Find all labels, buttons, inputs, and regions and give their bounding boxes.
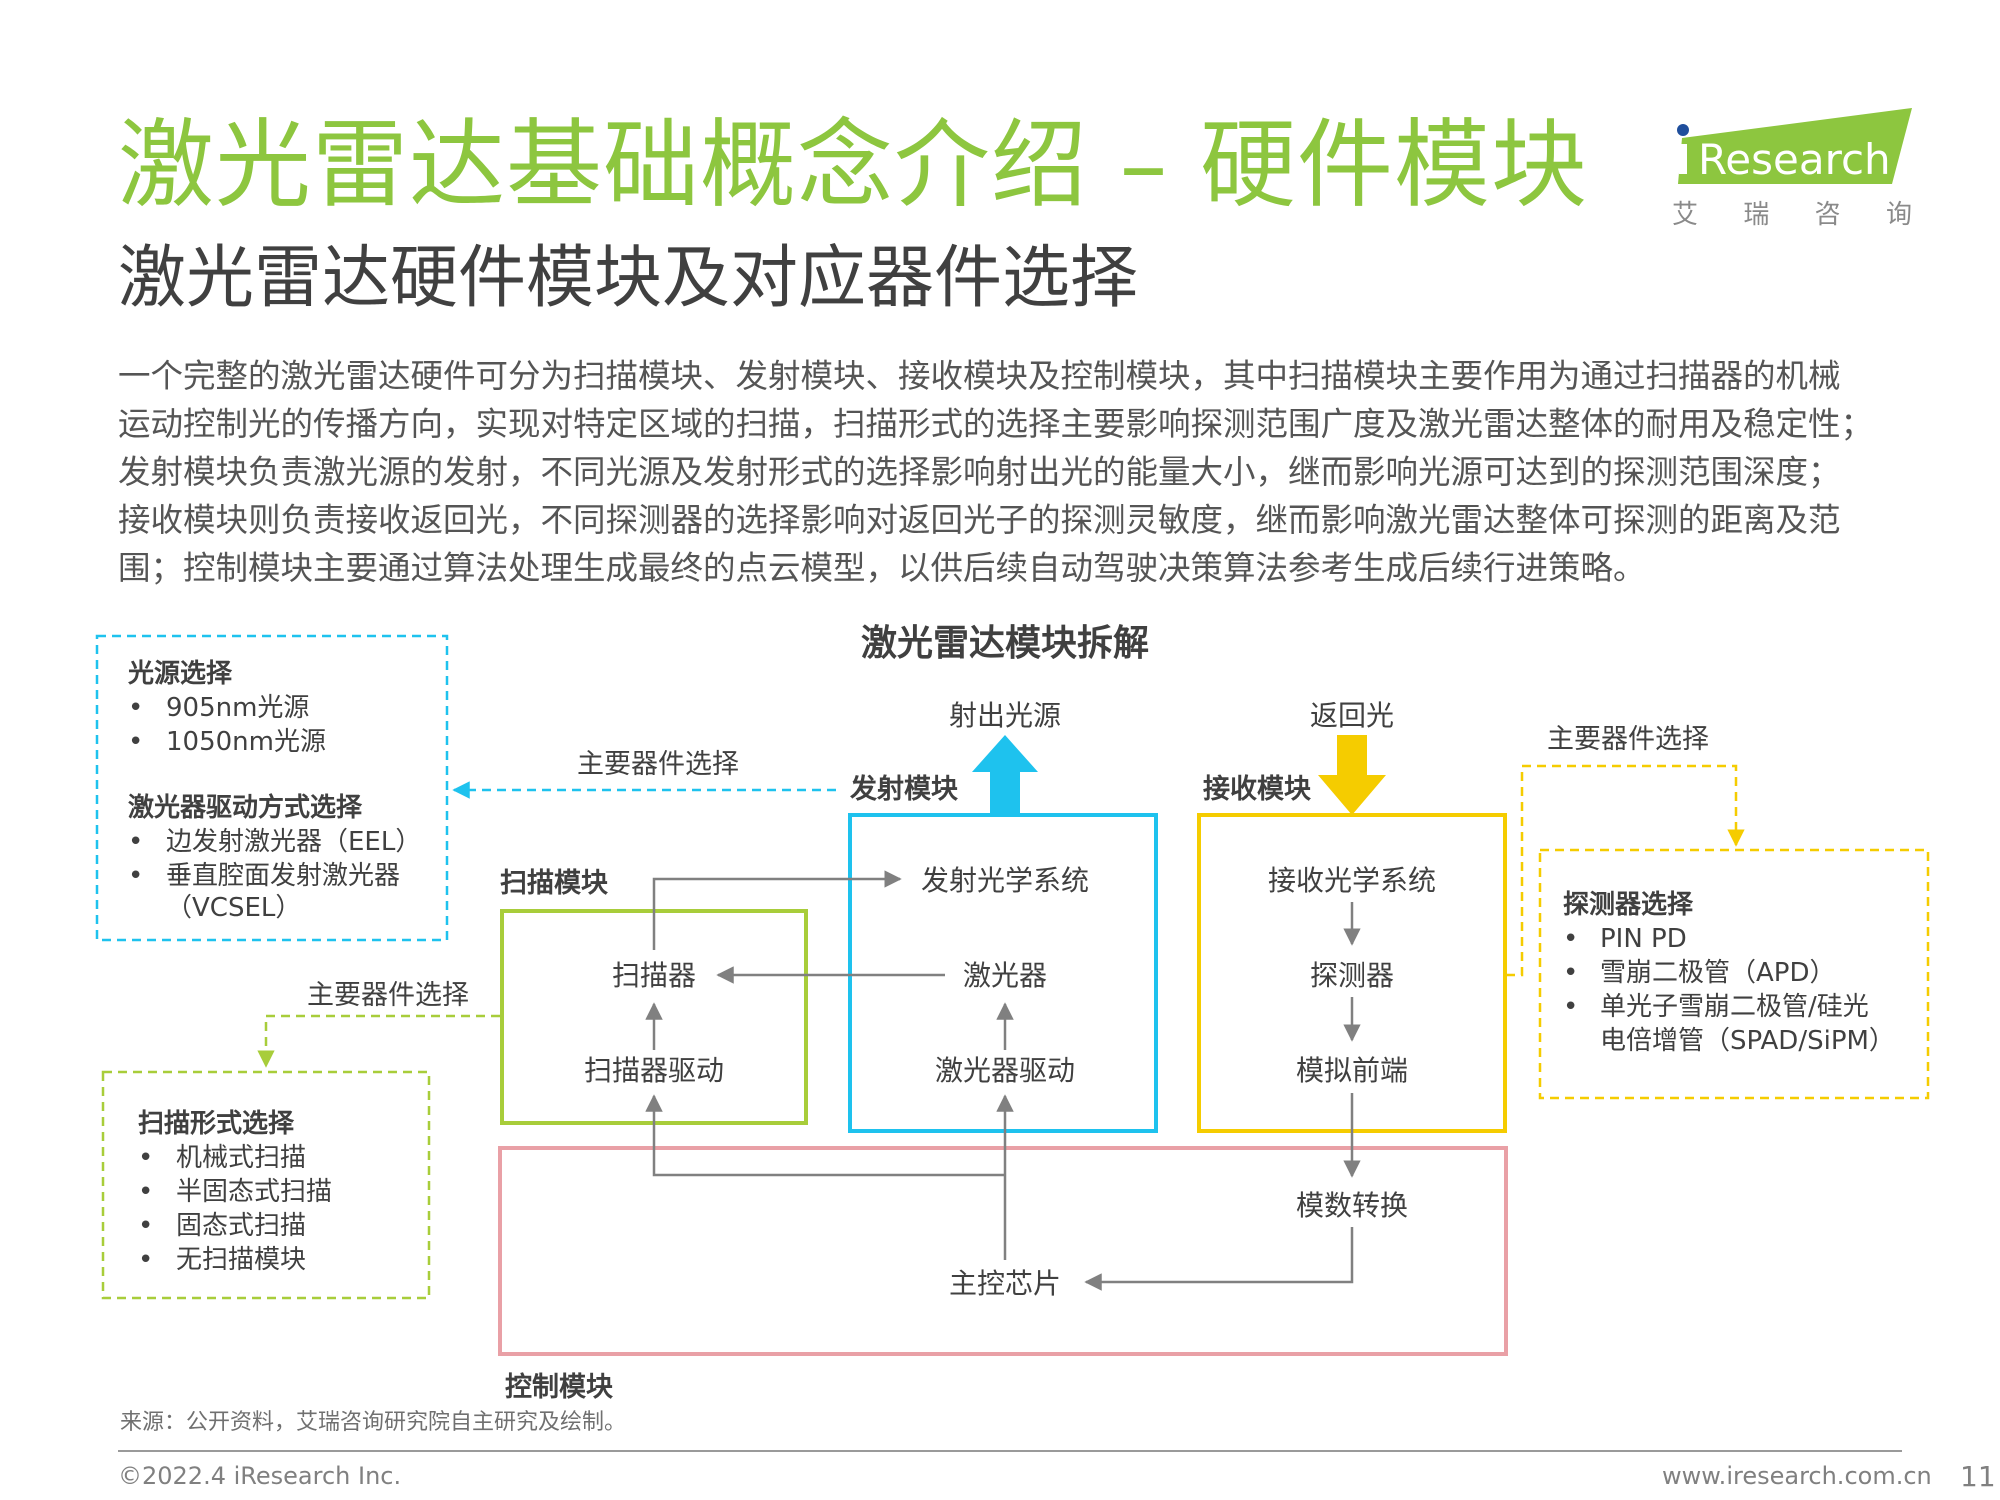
detector-option: 雪崩二极管（APD） (1600, 958, 1836, 988)
website-link[interactable]: www.iresearch.com.cn (1662, 1462, 1932, 1490)
emit-module-label: 发射模块 (849, 773, 959, 805)
node-analog-frontend: 模拟前端 (1296, 1054, 1408, 1087)
page-number: 11 (1960, 1460, 1996, 1493)
bullet: • (128, 693, 143, 723)
receive-in-label: 返回光 (1310, 699, 1394, 732)
intro-line: 运动控制光的传播方向，实现对特定区域的扫描，扫描形式的选择主要影响探测范围广度及… (118, 405, 1874, 443)
laser-drive-option-cont: （VCSEL） (166, 893, 301, 923)
node-laser-driver: 激光器驱动 (935, 1054, 1075, 1087)
node-main-chip: 主控芯片 (949, 1267, 1061, 1300)
node-scanner: 扫描器 (612, 959, 696, 992)
return-down-arrow (1318, 735, 1386, 815)
arrow-adc-to-mainchip (1084, 1227, 1354, 1291)
receive-connector-label: 主要器件选择 (1547, 724, 1709, 755)
bullet: • (138, 1245, 153, 1275)
detector-option: 单光子雪崩二极管/硅光 (1600, 992, 1869, 1022)
bullet: • (138, 1143, 153, 1173)
node-adc: 模数转换 (1296, 1189, 1408, 1222)
page-title: 激光雷达基础概念介绍 – 硬件模块 (118, 109, 1589, 221)
diagram-title: 激光雷达模块拆解 (861, 623, 1149, 664)
light-source-option: 1050nm光源 (166, 727, 326, 757)
footer-divider (118, 1450, 1902, 1452)
scan-form-options-box (101, 1070, 431, 1300)
bullet: • (1563, 924, 1578, 954)
scan-form-option: 机械式扫描 (176, 1143, 306, 1173)
logo-sub-char: 询 (1885, 200, 1912, 230)
page-subtitle: 激光雷达硬件模块及对应器件选择 (118, 239, 1139, 318)
emit-connector-label: 主要器件选择 (577, 749, 739, 780)
bullet: • (128, 861, 143, 891)
intro-paragraph: 一个完整的激光雷达硬件可分为扫描模块、发射模块、接收模块及控制模块，其中扫描模块… (118, 352, 1918, 592)
logo-sub-char: 瑞 (1743, 200, 1770, 230)
node-scanner-driver: 扫描器驱动 (584, 1054, 724, 1087)
logo-wordmark: Research (1698, 135, 1891, 184)
control-module-label: 控制模块 (505, 1372, 614, 1403)
detector-heading: 探测器选择 (1563, 890, 1694, 920)
laser-drive-heading: 激光器驱动方式选择 (128, 792, 363, 823)
light-source-option: 905nm光源 (166, 693, 309, 723)
light-source-heading: 光源选择 (127, 659, 233, 689)
source-note: 来源：公开资料，艾瑞咨询研究院自主研究及绘制。 (120, 1410, 627, 1435)
intro-line: 发射模块负责激光源的发射，不同光源及发射形式的选择影响射出光的能量大小，继而影响… (118, 453, 1841, 491)
control-module-box (498, 1146, 1508, 1356)
intro-line: 接收模块则负责接收返回光，不同探测器的选择影响对返回光子的探测灵敏度，继而影响激… (118, 501, 1841, 539)
scan-options-connector (257, 1014, 500, 1068)
intro-line: 一个完整的激光雷达硬件可分为扫描模块、发射模块、接收模块及控制模块，其中扫描模块… (118, 357, 1841, 395)
scan-connector-label: 主要器件选择 (307, 980, 469, 1011)
light-source-options-box (95, 634, 449, 942)
receive-options-connector (1506, 764, 1745, 977)
scan-form-option: 无扫描模块 (176, 1245, 306, 1275)
logo-subtitle: 艾 瑞 咨 询 (1672, 194, 1912, 231)
arrow-mainchip-to-scandriver (645, 1094, 1005, 1177)
arrow-scanner-to-emit-optics (652, 870, 902, 950)
node-detector: 探测器 (1310, 959, 1394, 992)
scan-form-heading: 扫描形式选择 (138, 1109, 295, 1139)
laser-drive-option: 边发射激光器（EEL） (166, 827, 421, 857)
laser-drive-option: 垂直腔面发射激光器 (166, 861, 400, 891)
bullet: • (138, 1211, 153, 1241)
iresearch-logo: Research (1677, 108, 1912, 184)
scan-form-option: 半固态式扫描 (176, 1177, 332, 1207)
detector-option: PIN PD (1600, 924, 1687, 954)
bullet: • (1563, 958, 1578, 988)
bullet: • (138, 1177, 153, 1207)
bullet: • (128, 727, 143, 757)
scan-form-option: 固态式扫描 (176, 1211, 306, 1241)
emit-out-label: 射出光源 (949, 699, 1061, 732)
copyright: ©2022.4 iResearch Inc. (118, 1462, 402, 1490)
node-receive-optics: 接收光学系统 (1268, 864, 1436, 897)
logo-i-dot (1677, 124, 1689, 136)
emit-up-arrow (972, 735, 1038, 815)
logo-green-banner (1678, 108, 1912, 184)
receive-module-label: 接收模块 (1203, 774, 1312, 805)
scan-module-label: 扫描模块 (500, 868, 609, 899)
detector-option-cont: 电倍增管（SPAD/SiPM） (1600, 1026, 1895, 1056)
bullet: • (128, 827, 143, 857)
detector-options-box (1538, 848, 1930, 1100)
logo-sub-char: 咨 (1814, 200, 1841, 230)
bullet: • (1563, 992, 1578, 1022)
node-laser: 激光器 (963, 959, 1047, 992)
logo-i-stem (1679, 144, 1687, 174)
logo-sub-char: 艾 (1672, 200, 1699, 230)
node-emit-optics: 发射光学系统 (921, 864, 1089, 897)
intro-line: 围；控制模块主要通过算法处理生成最终的点云模型，以供后续自动驾驶决策算法参考生成… (118, 549, 1646, 587)
